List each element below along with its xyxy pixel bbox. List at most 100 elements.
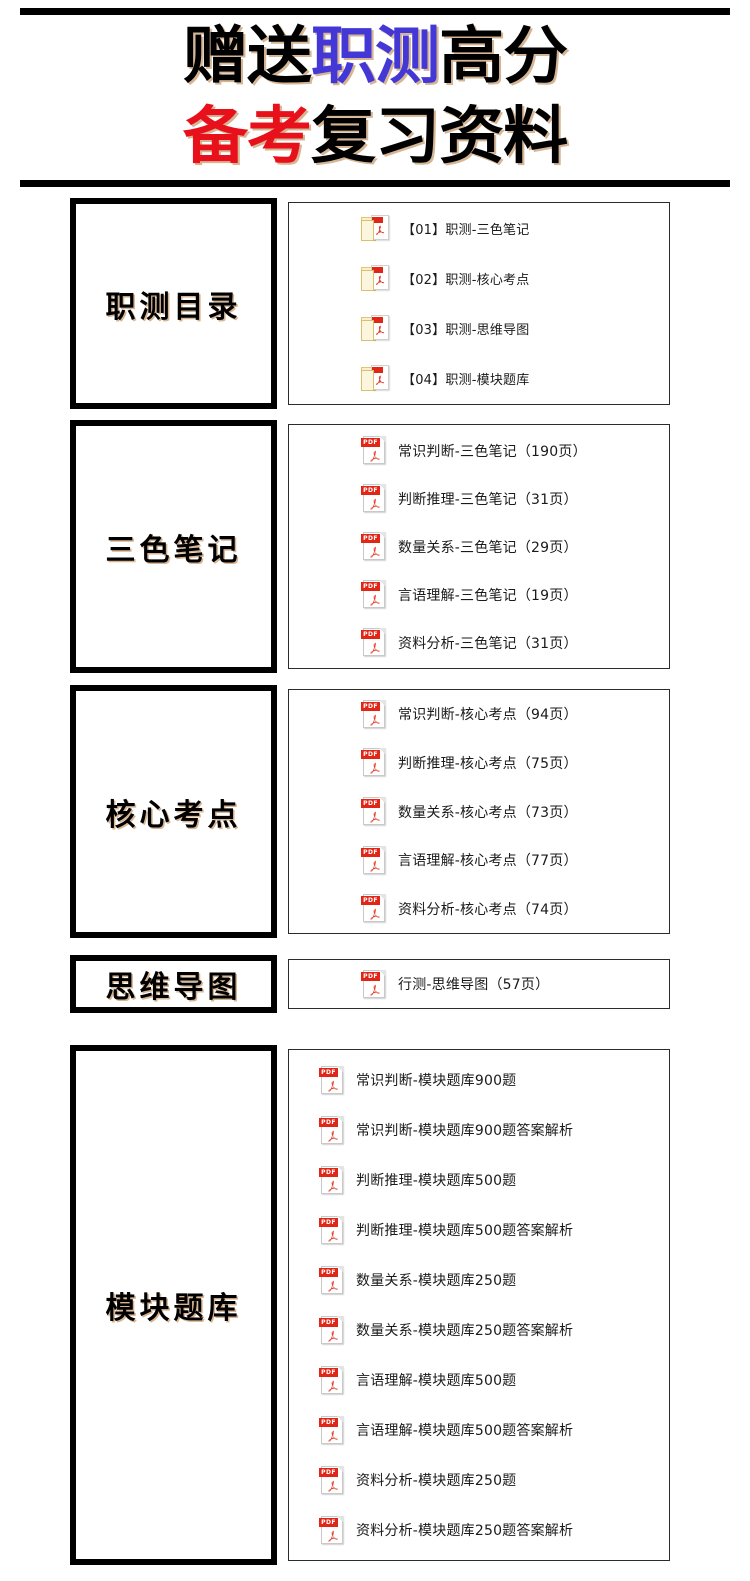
- pdf-icon: PDF: [319, 1065, 345, 1096]
- folder-pdf-icon: [361, 263, 391, 294]
- header-banner: 赠送职测高分 备考复习资料: [0, 14, 750, 178]
- file-label: 判断推理-三色笔记（31页）: [398, 491, 578, 508]
- file-label: 【03】职测-思维导图: [402, 323, 530, 338]
- section-label-text: 三色笔记: [105, 532, 242, 568]
- pdf-icon: PDF: [361, 579, 387, 610]
- promo-header: 赠送职测高分 备考复习资料: [0, 0, 750, 190]
- file-label: 数量关系-核心考点（73页）: [398, 804, 578, 821]
- file-row[interactable]: PDF 判断推理-三色笔记（31页）: [289, 475, 669, 523]
- header-line2-post: 复习资料: [310, 99, 568, 172]
- section-label-box[interactable]: 职测目录: [70, 198, 277, 409]
- pdf-icon: PDF: [319, 1265, 345, 1296]
- header-line2-emphasis: 备考: [182, 99, 312, 172]
- section-label-text: 思维导图: [105, 970, 242, 1005]
- file-label: 判断推理-核心考点（75页）: [398, 755, 578, 772]
- file-row[interactable]: PDF 常识判断-模块题库900题答案解析: [289, 1105, 669, 1155]
- file-label: 资料分析-模块题库250题答案解析: [356, 1523, 574, 1539]
- pdf-icon: PDF: [319, 1165, 345, 1196]
- file-label: 言语理解-核心考点（77页）: [398, 853, 578, 870]
- file-row[interactable]: PDF 资料分析-模块题库250题答案解析: [289, 1505, 669, 1555]
- pdf-icon: PDF: [361, 796, 387, 827]
- file-row[interactable]: 【01】职测-三色笔记: [289, 204, 669, 254]
- file-row[interactable]: PDF 言语理解-三色笔记（19页）: [289, 571, 669, 619]
- pdf-icon: PDF: [319, 1465, 345, 1496]
- file-label: 常识判断-模块题库900题: [356, 1073, 517, 1089]
- header-line-1: 赠送职测高分: [182, 16, 568, 96]
- file-row[interactable]: PDF 常识判断-核心考点（94页）: [289, 690, 669, 739]
- file-label: 常识判断-核心考点（94页）: [398, 707, 578, 724]
- file-label: 资料分析-核心考点（74页）: [398, 901, 578, 918]
- file-label: 数量关系-模块题库250题答案解析: [356, 1323, 574, 1339]
- file-label: 言语理解-模块题库500题: [356, 1373, 517, 1389]
- header-line-2: 备考复习资料: [182, 96, 568, 176]
- section-files-box: 【01】职测-三色笔记【02】职测-核心考点【03】职测-思维导图【04】职测-…: [288, 202, 670, 405]
- file-label: 常识判断-模块题库900题答案解析: [356, 1123, 574, 1139]
- file-row[interactable]: PDF 判断推理-模块题库500题答案解析: [289, 1205, 669, 1255]
- file-row[interactable]: PDF 数量关系-模块题库250题: [289, 1255, 669, 1305]
- file-label: 数量关系-模块题库250题: [356, 1273, 517, 1289]
- file-row[interactable]: 【03】职测-思维导图: [289, 304, 669, 354]
- pdf-icon: PDF: [361, 627, 387, 658]
- header-line1-post: 高分: [439, 19, 568, 92]
- pdf-icon: PDF: [361, 747, 387, 778]
- pdf-icon: PDF: [361, 531, 387, 562]
- folder-pdf-icon: [361, 213, 391, 244]
- file-label: 言语理解-模块题库500题答案解析: [356, 1423, 574, 1439]
- file-label: 资料分析-模块题库250题: [356, 1473, 517, 1489]
- file-label: 【02】职测-核心考点: [402, 273, 530, 288]
- section-files-box: PDF 行测-思维导图（57页）: [288, 959, 670, 1009]
- header-line1-emphasis: 职测: [310, 19, 440, 92]
- file-label: 常识判断-三色笔记（190页）: [398, 443, 587, 460]
- section-label-box[interactable]: 模块题库: [70, 1045, 277, 1565]
- section-label-text: 模块题库: [105, 1291, 242, 1326]
- pdf-icon: PDF: [319, 1515, 345, 1546]
- section-files-box: PDF 常识判断-三色笔记（190页） PDF 判断推理-三色笔记（31页） PDF 数量…: [288, 424, 670, 669]
- file-label: 【01】职测-三色笔记: [402, 223, 530, 238]
- file-label: 言语理解-三色笔记（19页）: [398, 587, 578, 604]
- file-row[interactable]: PDF 资料分析-三色笔记（31页）: [289, 619, 669, 667]
- pdf-icon: PDF: [361, 969, 387, 1000]
- section-label-box[interactable]: 思维导图: [70, 955, 277, 1013]
- pdf-icon: PDF: [319, 1215, 345, 1246]
- pdf-icon: PDF: [319, 1365, 345, 1396]
- file-label: 数量关系-三色笔记（29页）: [398, 539, 578, 556]
- file-row[interactable]: PDF 言语理解-模块题库500题答案解析: [289, 1405, 669, 1455]
- section-files-box: PDF 常识判断-核心考点（94页） PDF 判断推理-核心考点（75页） PDF 数量关…: [288, 689, 670, 934]
- header-line1-pre: 赠送: [182, 19, 312, 92]
- file-label: 【04】职测-模块题库: [402, 373, 530, 388]
- file-row[interactable]: PDF 数量关系-核心考点（73页）: [289, 787, 669, 836]
- pdf-icon: PDF: [361, 483, 387, 514]
- file-row[interactable]: PDF 言语理解-模块题库500题: [289, 1355, 669, 1405]
- file-label: 资料分析-三色笔记（31页）: [398, 635, 578, 652]
- file-row[interactable]: 【04】职测-模块题库: [289, 354, 669, 404]
- section-files-box: PDF 常识判断-模块题库900题 PDF 常识判断-模块题库900题答案解析 PDF 判…: [288, 1049, 670, 1561]
- file-label: 判断推理-模块题库500题答案解析: [356, 1223, 574, 1239]
- file-row[interactable]: PDF 资料分析-核心考点（74页）: [289, 884, 669, 933]
- pdf-icon: PDF: [319, 1115, 345, 1146]
- pdf-icon: PDF: [361, 435, 387, 466]
- pdf-icon: PDF: [361, 845, 387, 876]
- section-label-box[interactable]: 三色笔记: [70, 420, 277, 673]
- file-row[interactable]: PDF 行测-思维导图（57页）: [289, 960, 669, 1008]
- file-row[interactable]: PDF 数量关系-模块题库250题答案解析: [289, 1305, 669, 1355]
- folder-pdf-icon: [361, 363, 391, 394]
- pdf-icon: PDF: [361, 893, 387, 924]
- file-row[interactable]: PDF 资料分析-模块题库250题: [289, 1455, 669, 1505]
- file-row[interactable]: PDF 言语理解-核心考点（77页）: [289, 836, 669, 885]
- header-rule-bottom: [20, 180, 730, 187]
- file-label: 判断推理-模块题库500题: [356, 1173, 517, 1189]
- file-label: 行测-思维导图（57页）: [398, 977, 550, 993]
- file-row[interactable]: PDF 数量关系-三色笔记（29页）: [289, 523, 669, 571]
- section-label-text: 核心考点: [105, 797, 242, 833]
- pdf-icon: PDF: [361, 699, 387, 730]
- file-row[interactable]: PDF 判断推理-模块题库500题: [289, 1155, 669, 1205]
- file-row[interactable]: PDF 常识判断-模块题库900题: [289, 1055, 669, 1105]
- file-row[interactable]: PDF 常识判断-三色笔记（190页）: [289, 427, 669, 475]
- pdf-icon: PDF: [319, 1415, 345, 1446]
- header-rule-top: [20, 8, 730, 15]
- section-label-text: 职测目录: [105, 289, 242, 325]
- section-label-box[interactable]: 核心考点: [70, 685, 277, 938]
- file-row[interactable]: PDF 判断推理-核心考点（75页）: [289, 739, 669, 788]
- pdf-icon: PDF: [319, 1315, 345, 1346]
- file-row[interactable]: 【02】职测-核心考点: [289, 254, 669, 304]
